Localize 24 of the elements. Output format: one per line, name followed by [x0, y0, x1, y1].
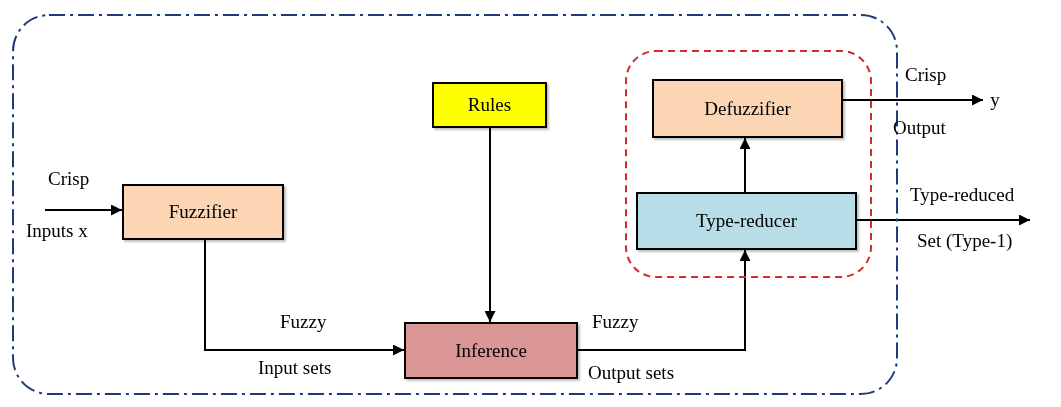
annotation-text: Fuzzy: [280, 311, 327, 333]
process-box: Defuzzifier: [652, 79, 843, 138]
annotation-text: Inputs x: [26, 220, 88, 242]
arrow: [44, 204, 123, 216]
annotation-text: Crisp: [905, 64, 947, 86]
annotation-text: Output: [893, 117, 946, 139]
group-boundary: [625, 50, 872, 278]
annotation-text: Input sets: [258, 357, 332, 379]
annotation-text: Type-reduced: [910, 184, 1015, 206]
arrow: [739, 137, 751, 193]
annotation-text: Fuzzy: [592, 311, 639, 333]
process-box: Inference: [404, 322, 578, 379]
process-box: Fuzzifier: [122, 184, 284, 240]
arrow: [842, 94, 984, 106]
arrow: [577, 249, 751, 351]
process-box: Type-reducer: [636, 192, 857, 250]
arrow: [856, 214, 1031, 226]
process-box: Rules: [432, 82, 547, 128]
annotation-text: Set (Type-1): [917, 230, 1013, 252]
arrow: [484, 127, 496, 323]
arrow: [204, 239, 405, 356]
annotation-text: Output sets: [588, 362, 675, 384]
output-label: y: [983, 86, 1007, 114]
annotation-text: Crisp: [48, 168, 90, 190]
